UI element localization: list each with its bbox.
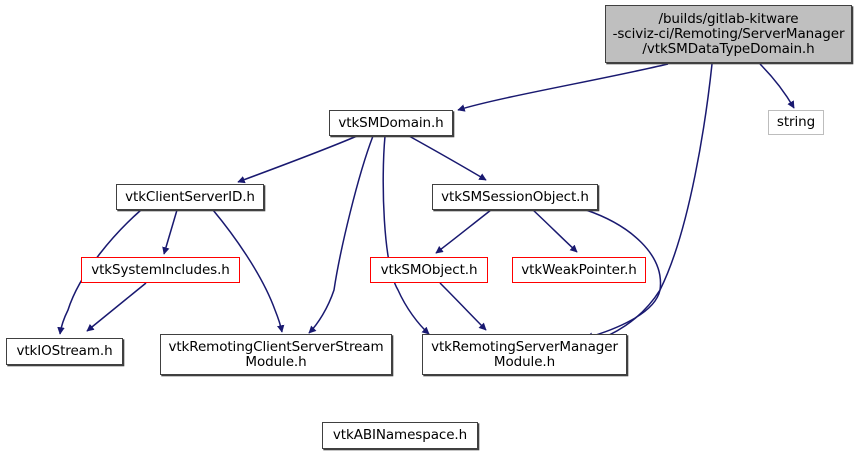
graph-node-vtkSystemIncludes[interactable]: vtkSystemIncludes.h (81, 257, 240, 283)
graph-node-label: vtkSystemIncludes.h (91, 261, 230, 278)
graph-edge (435, 209, 492, 254)
graph-node-vtkSMSessionObject[interactable]: vtkSMSessionObject.h (432, 184, 598, 210)
graph-edge (591, 63, 713, 344)
graph-edge (57, 209, 142, 335)
edges-group (57, 63, 795, 344)
graph-node-label: vtkIOStream.h (16, 343, 113, 359)
graph-node-vtkClientServerID[interactable]: vtkClientServerID.h (116, 184, 264, 210)
graph-node-label: vtkRemotingServerManager Module.h (431, 338, 618, 370)
graph-edge (86, 282, 147, 332)
graph-node-vtkIOStream[interactable]: vtkIOStream.h (6, 338, 123, 365)
graph-edge (439, 282, 487, 331)
graph-node-label: vtkSMSessionObject.h (441, 188, 589, 205)
graph-node-label: vtkClientServerID.h (125, 188, 255, 205)
graph-node-label: vtkABINamespace.h (332, 427, 468, 443)
graph-edge (532, 209, 578, 253)
graph-node-root[interactable]: /builds/gitlab-kitware -sciviz-ci/Remoti… (605, 5, 852, 63)
graph-node-label: vtkSMDomain.h (338, 114, 444, 131)
graph-node-label: vtkSMObject.h (380, 261, 478, 278)
graph-edge (212, 209, 285, 333)
graph-node-string[interactable]: string (768, 110, 824, 135)
graph-edge (162, 209, 178, 255)
graph-edge (408, 135, 487, 181)
graph-node-label: vtkRemotingClientServerStream Module.h (168, 338, 384, 370)
graph-node-label: string (776, 114, 816, 130)
graph-node-vtkRemotingServerManagerModule[interactable]: vtkRemotingServerManager Module.h (422, 334, 627, 375)
graph-edge (308, 135, 374, 334)
graph-edge (585, 209, 662, 340)
graph-node-vtkWeakPointer[interactable]: vtkWeakPointer.h (512, 257, 646, 283)
graph-node-vtkRemotingClientServerStreamModule[interactable]: vtkRemotingClientServerStream Module.h (160, 334, 392, 375)
graph-node-label: vtkWeakPointer.h (521, 261, 637, 278)
graph-node-vtkABINamespace[interactable]: vtkABINamespace.h (322, 422, 478, 449)
graph-node-vtkSMDomain[interactable]: vtkSMDomain.h (329, 110, 453, 136)
graph-node-label: /builds/gitlab-kitware -sciviz-ci/Remoti… (612, 10, 845, 57)
graph-edge (457, 63, 669, 112)
graph-node-vtkSMObject[interactable]: vtkSMObject.h (370, 257, 488, 283)
graph-edge (382, 135, 430, 335)
graph-edge (759, 63, 795, 109)
graph-edge (237, 135, 358, 184)
